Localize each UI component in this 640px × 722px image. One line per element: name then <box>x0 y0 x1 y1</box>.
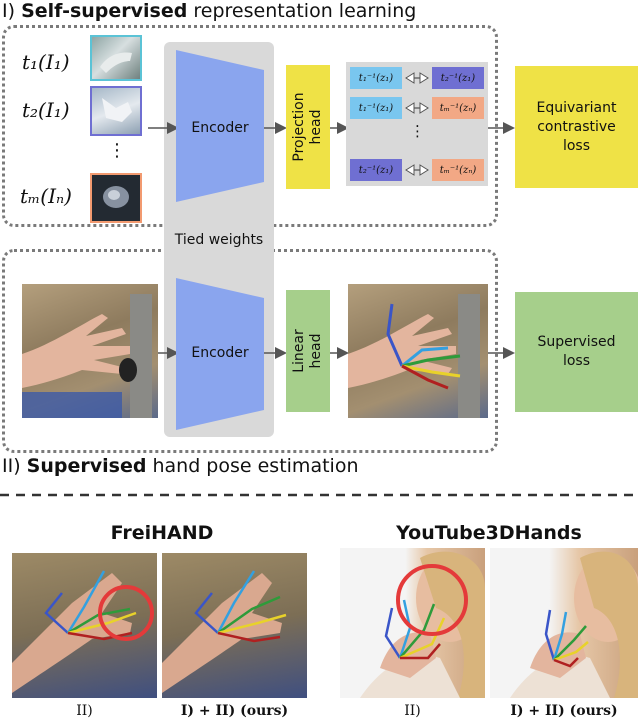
error-highlight-circle <box>98 585 154 641</box>
projection-head-line-1: Projection <box>291 92 307 162</box>
supervised-loss-line-2: loss <box>562 353 591 369</box>
transform-label-t2: t₂(I₁) <box>22 98 70 122</box>
linear-head-box <box>286 290 330 412</box>
projection-head-box <box>286 65 330 189</box>
encoder-shape-bottom <box>176 278 264 430</box>
section-1-heading: I) Self-supervised representation learni… <box>2 0 416 22</box>
pair-1-connector <box>405 72 429 84</box>
encoder-shape-top <box>176 50 264 202</box>
linear-head-line-2: head <box>308 333 324 369</box>
caption-youtube-ours: I) + II) (ours) <box>510 703 618 719</box>
pair-2-right: tₘ⁻¹(zₙ) <box>432 97 484 119</box>
pair-1-right: t₂⁻¹(z₁) <box>432 67 484 89</box>
pair-1-left: t₁⁻¹(z₁) <box>350 67 402 89</box>
transform-ellipsis: ⋮ <box>108 140 126 161</box>
equivariant-loss-line-2: contrastive <box>537 118 616 135</box>
pair-2-connector <box>405 102 429 114</box>
predicted-pose-image <box>348 284 488 418</box>
pair-2-left: t₁⁻¹(z₁) <box>350 97 402 119</box>
freihand-ours-image <box>162 553 307 698</box>
projection-head-label: Projection head <box>291 77 325 177</box>
freihand-baseline-image <box>12 553 157 698</box>
projection-head-line-2: head <box>308 109 324 145</box>
transform-label-tm: tₘ(Iₙ) <box>20 184 72 208</box>
linear-head-label: Linear head <box>291 301 325 401</box>
caption-freihand-baseline: II) <box>76 703 93 719</box>
section-1-prefix: I) <box>2 0 22 22</box>
caption-youtube-baseline: II) <box>404 703 421 719</box>
augmented-image-1 <box>90 35 142 81</box>
encoder-label-bottom: Encoder <box>191 344 249 361</box>
caption-freihand-ours: I) + II) (ours) <box>180 703 289 719</box>
encoder-label-top: Encoder <box>191 119 249 136</box>
tied-weights-label: Tied weights <box>164 232 274 248</box>
section-1-bold: Self-supervised <box>21 0 188 22</box>
pair-3-right: tₘ⁻¹(zₙ) <box>432 159 484 181</box>
equivariant-loss-line-1: Equivariant <box>536 99 617 116</box>
pair-3-connector <box>405 164 429 176</box>
error-highlight-circle-youtube <box>396 564 468 636</box>
dataset-title-freihand: FreiHAND <box>110 522 214 544</box>
input-hand-image <box>22 284 158 418</box>
youtube-ours-image <box>490 548 638 698</box>
section-2-heading: II) Supervised hand pose estimation <box>2 455 358 477</box>
augmented-image-2 <box>90 86 142 136</box>
dataset-title-youtube3dhands: YouTube3DHands <box>396 522 582 544</box>
linear-head-line-1: Linear <box>291 329 307 373</box>
pair-3-left: t₂⁻¹(z₁) <box>350 159 402 181</box>
section-2-rest: hand pose estimation <box>146 455 359 477</box>
pairs-ellipsis: ⋮ <box>410 122 425 140</box>
section-2-bold: Supervised <box>26 455 147 477</box>
equivariant-loss-line-3: loss <box>562 137 591 154</box>
transform-label-t1: t₁(I₁) <box>22 50 70 74</box>
youtube-baseline-image <box>340 548 485 698</box>
supervised-loss-box <box>515 292 638 412</box>
equivariant-loss-label: Equivariant contrastive loss <box>515 66 638 188</box>
section-1-rest: representation learning <box>187 0 417 22</box>
supervised-loss-label: Supervised loss <box>515 292 638 412</box>
section-2-prefix: II) <box>2 455 27 477</box>
equivariant-loss-box <box>515 66 638 188</box>
supervised-loss-line-1: Supervised <box>537 334 616 350</box>
augmented-image-m <box>90 173 142 223</box>
